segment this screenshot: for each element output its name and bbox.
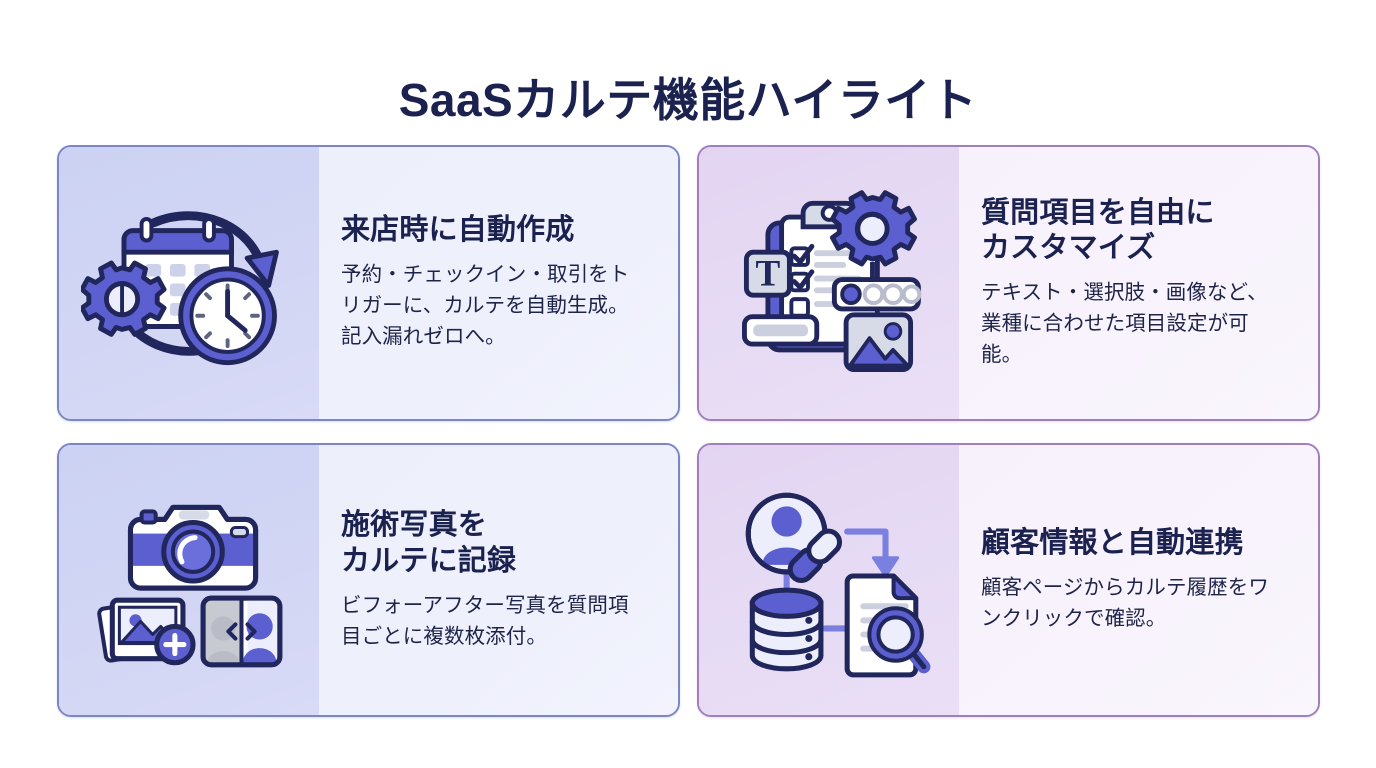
page-title: SaaSカルテ機能ハイライト <box>398 73 978 126</box>
icon-pane <box>699 445 959 715</box>
card-body: 顧客ページからカルテ履歴をワンクリックで確認。 <box>980 575 1269 630</box>
text-pane: 顧客情報と自動連携 顧客ページからカルテ履歴をワンクリックで確認。 <box>958 445 1318 715</box>
icon-pane <box>59 445 319 715</box>
camera-photo-compare-icon <box>97 504 283 668</box>
card-body: テキスト・選択肢・画像など、業種に合わせた項目設定が可能。 <box>980 280 1268 367</box>
card-body: ビフォーアフター写真を質問項目ごとに複数枚添付。 <box>340 593 629 648</box>
card-heading: 施術写真を カルテに記録 <box>340 509 517 577</box>
customer-link-database-document-icon <box>745 492 931 678</box>
clipboard-form-builder-icon: T <box>742 189 922 372</box>
icon-pane: T <box>699 147 959 419</box>
text-pane: 施術写真を カルテに記録 ビフォーアフター写真を質問項目ごとに複数枚添付。 <box>318 445 678 715</box>
text-tool-letter: T <box>756 253 781 294</box>
card-heading: 顧客情報と自動連携 <box>980 527 1244 560</box>
calendar-gear-clock-icon <box>81 210 280 365</box>
text-pane: 質問項目を自由に カスタマイズ テキスト・選択肢・画像など、業種に合わせた項目設… <box>958 147 1318 419</box>
feature-card-grid: 来店時に自動作成 予約・チェックイン・取引をトリガーに、カルテを自動生成。記入漏… <box>57 145 1320 717</box>
card-body: 予約・チェックイン・取引をトリガーに、カルテを自動生成。記入漏れゼロへ。 <box>340 263 630 349</box>
feature-card-customize-questions[interactable]: T 質問項目を自由に カスタマイズ <box>697 145 1320 421</box>
card-heading: 来店時に自動作成 <box>340 214 575 247</box>
text-pane: 来店時に自動作成 予約・チェックイン・取引をトリガーに、カルテを自動生成。記入漏… <box>318 147 678 419</box>
feature-card-auto-create[interactable]: 来店時に自動作成 予約・チェックイン・取引をトリガーに、カルテを自動生成。記入漏… <box>57 145 680 421</box>
card-heading: 質問項目を自由に カスタマイズ <box>980 196 1215 265</box>
feature-card-photo-record[interactable]: 施術写真を カルテに記録 ビフォーアフター写真を質問項目ごとに複数枚添付。 <box>57 443 680 717</box>
icon-pane <box>59 147 319 419</box>
feature-card-customer-link[interactable]: 顧客情報と自動連携 顧客ページからカルテ履歴をワンクリックで確認。 <box>697 443 1320 717</box>
